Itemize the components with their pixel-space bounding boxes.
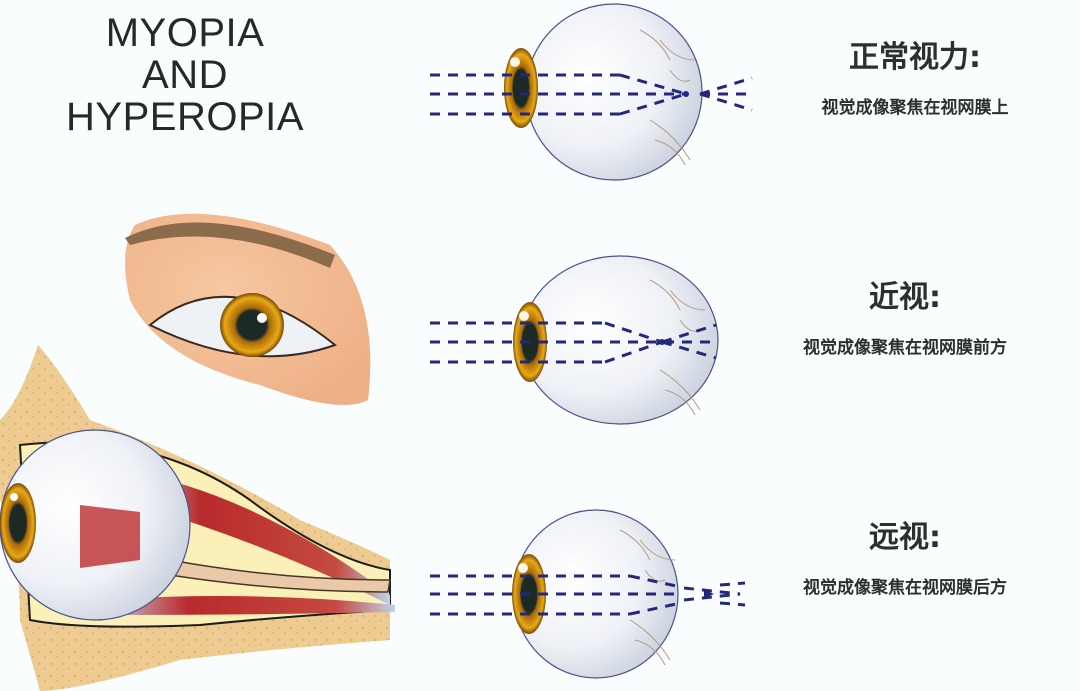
panel-myopia-heading: 近视: bbox=[869, 280, 941, 315]
eye-myopia bbox=[430, 255, 719, 425]
frontal-eye-illustration bbox=[125, 213, 371, 405]
title-line-2: AND bbox=[142, 53, 228, 97]
panel-hyperopia-description: 视觉成像聚焦在视网膜后方 bbox=[803, 578, 1007, 598]
eye-socket-cross-section bbox=[0, 345, 395, 691]
panel-normal-description: 视觉成像聚焦在视网膜上 bbox=[821, 98, 1009, 118]
panel-hyperopia-heading: 远视: bbox=[869, 520, 941, 555]
diagram-title: MYOPIA AND HYPEROPIA bbox=[40, 12, 330, 138]
panel-normal-heading: 正常视力: bbox=[849, 40, 981, 75]
title-line-3: HYPEROPIA bbox=[66, 95, 304, 139]
eye-normal-vision bbox=[430, 3, 753, 181]
panel-hyperopia: 远视: 视觉成像聚焦在视网膜后方 bbox=[750, 518, 1060, 600]
panel-myopia: 近视: 视觉成像聚焦在视网膜前方 bbox=[750, 278, 1060, 360]
panel-normal-vision: 正常视力: 视觉成像聚焦在视网膜上 bbox=[770, 38, 1060, 120]
title-line-1: MYOPIA bbox=[105, 11, 265, 55]
panel-myopia-description: 视觉成像聚焦在视网膜前方 bbox=[803, 338, 1007, 358]
eye-hyperopia bbox=[430, 509, 746, 679]
